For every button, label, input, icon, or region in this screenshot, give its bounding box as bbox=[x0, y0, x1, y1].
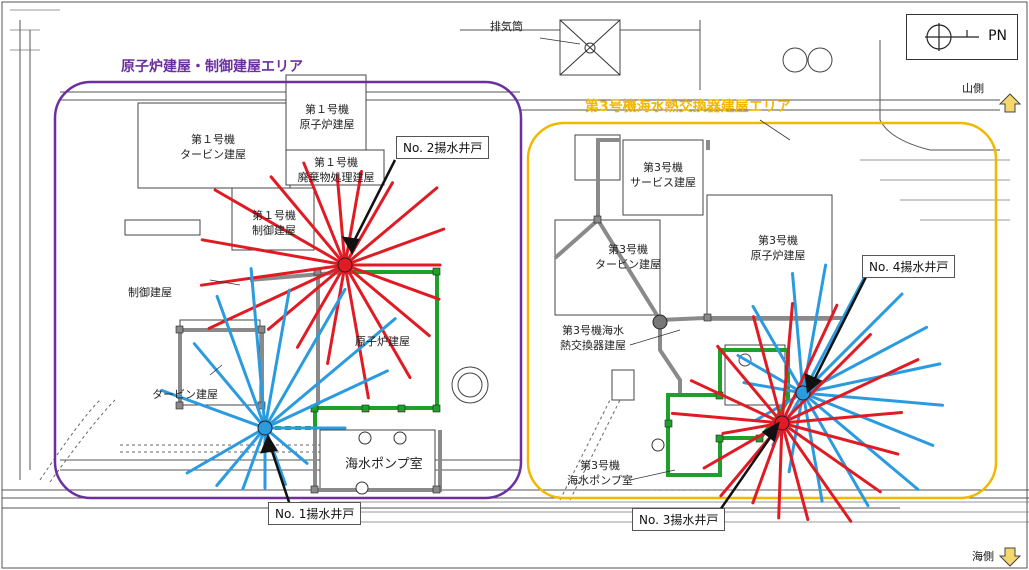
rays-well3-ray bbox=[721, 421, 784, 435]
u1-turbine-building-label: 第１号機タービン建屋 bbox=[180, 133, 246, 161]
rays-well3-ray bbox=[780, 411, 903, 425]
rays-well4-ray bbox=[801, 362, 942, 395]
rays-well4-ray bbox=[801, 292, 904, 395]
rays-well1-ray bbox=[215, 294, 267, 430]
rays-well4-ray bbox=[801, 267, 871, 395]
rays-well3-ray bbox=[780, 421, 810, 522]
rays-well1-ray bbox=[263, 369, 389, 430]
rays-well1-ray bbox=[215, 426, 267, 487]
turbine-building-label: タービン建屋 bbox=[152, 388, 218, 401]
north-indicator: PN bbox=[906, 14, 1018, 60]
well-no4-marker[interactable] bbox=[795, 385, 811, 401]
u1-control-building-label: 第１号機制御建屋 bbox=[252, 209, 296, 237]
unit3-area-title: 第3号機海水熱交換器建屋エリア bbox=[585, 99, 791, 115]
well-no2-label: No. 2揚水井戸 bbox=[396, 136, 490, 159]
seawater-pump-room-label: 海水ポンプ室 bbox=[345, 457, 423, 472]
control-building-label: 制御建屋 bbox=[128, 286, 172, 299]
unit1-area-title: 原子炉建屋・制御建屋エリア bbox=[121, 59, 303, 75]
rays-well1-ray bbox=[241, 426, 267, 491]
rays-well2-ray bbox=[302, 161, 347, 267]
well3-influence-rays bbox=[670, 302, 920, 523]
rays-well2-ray bbox=[296, 263, 347, 349]
rays-well3-ray bbox=[777, 421, 784, 520]
rays-well4-ray bbox=[801, 391, 920, 491]
rays-well2-ray bbox=[266, 263, 347, 331]
rays-well1-ray bbox=[192, 342, 267, 430]
u1-waste-building-label: 第１号機廃棄物処理建屋 bbox=[297, 156, 375, 184]
rays-well3-ray bbox=[780, 421, 853, 523]
rays-well1-ray bbox=[249, 267, 267, 430]
well-no3-label: No. 3揚水井戸 bbox=[632, 508, 726, 531]
u3-reactor-building-label: 第3号機原子炉建屋 bbox=[750, 234, 806, 262]
rays-well4-ray bbox=[791, 272, 805, 395]
reactor-building-label: 原子炉建屋 bbox=[355, 335, 410, 348]
rays-well3-ray bbox=[751, 421, 784, 505]
rays-well1-ray bbox=[263, 317, 397, 430]
rays-well4-ray bbox=[801, 391, 870, 508]
rays-well1-ray bbox=[263, 426, 309, 465]
rays-well3-ray bbox=[780, 333, 872, 425]
rays-well2-ray bbox=[343, 263, 412, 380]
rays-well3-ray bbox=[780, 303, 839, 425]
rays-well3-ray bbox=[780, 421, 900, 456]
well-no2-marker[interactable] bbox=[337, 257, 353, 273]
rays-well2-ray bbox=[335, 173, 347, 267]
well-no1-label: No. 1揚水井戸 bbox=[268, 502, 362, 525]
rays-well4-ray bbox=[736, 354, 805, 395]
rays-well2-ray bbox=[213, 188, 347, 267]
well-no1-marker[interactable] bbox=[257, 420, 273, 436]
u3-pump-room-label: 第3号機海水ポンプ室 bbox=[567, 459, 633, 487]
unit3-area-boundary bbox=[526, 121, 998, 500]
rays-well3-ray bbox=[752, 315, 784, 425]
mountain-side-label: 山側 bbox=[962, 82, 984, 95]
well1-influence-rays bbox=[160, 267, 397, 491]
u1-reactor-building-label: 第１号機原子炉建屋 bbox=[299, 103, 355, 131]
u3-hx-building-label: 第3号機海水熱交換器建屋 bbox=[560, 324, 626, 352]
rays-well1-ray bbox=[263, 287, 347, 430]
rays-well3-ray bbox=[670, 411, 784, 425]
rays-well2-ray bbox=[343, 227, 446, 267]
sea-side-label: 海側 bbox=[972, 550, 994, 563]
mountain-side-arrow-icon bbox=[998, 93, 1022, 113]
north-arrow-icon bbox=[925, 23, 979, 51]
rays-well2-ray bbox=[343, 263, 431, 338]
well2-influence-rays bbox=[199, 161, 446, 400]
rays-well2-ray bbox=[200, 238, 347, 267]
rays-well1-ray bbox=[185, 426, 267, 475]
rays-well2-ray bbox=[326, 263, 347, 365]
rays-well2-ray bbox=[343, 263, 441, 301]
rays-well2-ray bbox=[199, 263, 347, 287]
rays-well4-ray bbox=[751, 304, 805, 395]
rays-well2-ray bbox=[343, 169, 363, 267]
rays-well2-ray bbox=[343, 263, 370, 400]
north-label: PN bbox=[988, 28, 1007, 44]
rays-well3-ray bbox=[780, 358, 920, 425]
u3-service-building-label: 第3号機サービス建屋 bbox=[630, 161, 696, 189]
well-no4-label: No. 4揚水井戸 bbox=[862, 255, 956, 278]
sea-side-arrow-icon bbox=[998, 547, 1022, 567]
rays-well3-ray bbox=[716, 344, 784, 425]
u3-turbine-building-label: 第3号機タービン建屋 bbox=[595, 243, 661, 271]
rays-well3-ray bbox=[780, 302, 794, 425]
rays-well3-ray bbox=[780, 421, 882, 494]
rays-well1-ray bbox=[263, 288, 291, 430]
rays-well2-ray bbox=[269, 175, 347, 267]
rays-well3-ray bbox=[689, 379, 784, 425]
exhaust-stack-label: 排気筒 bbox=[490, 20, 523, 33]
rays-well2-ray bbox=[343, 186, 439, 267]
rays-well2-ray bbox=[207, 263, 347, 330]
rays-well1-ray bbox=[160, 388, 267, 430]
rays-well4-ray bbox=[801, 391, 944, 407]
